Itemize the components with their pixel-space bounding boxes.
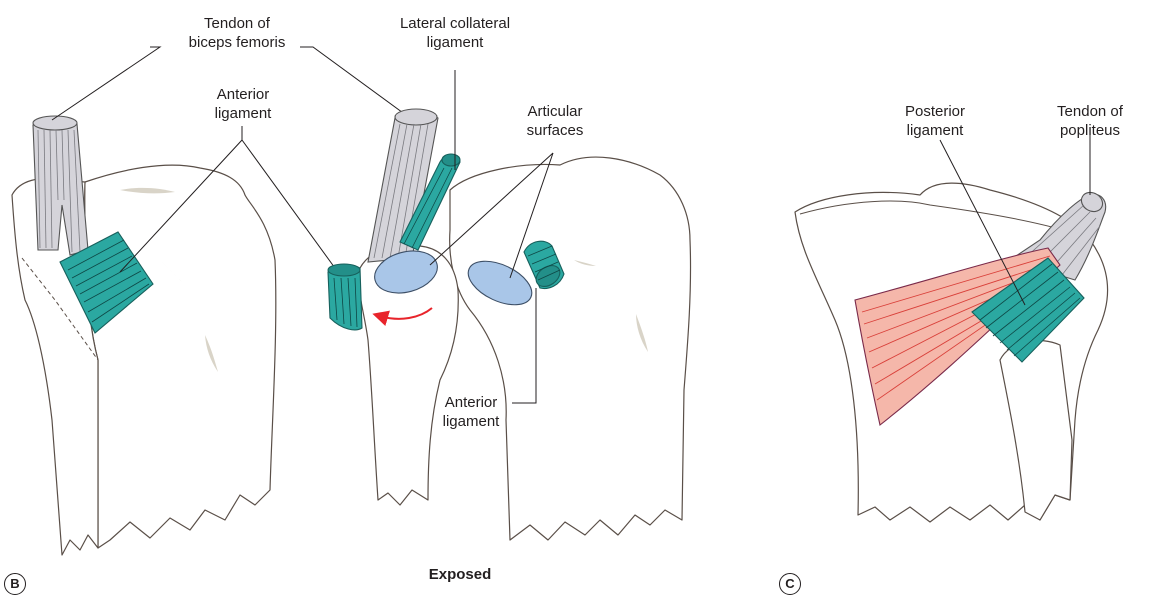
label-posterior-ligament: Posterior ligament [890,102,980,140]
label-anterior-ligament-exposed: Anterior ligament [430,393,512,431]
label-anterior-ligament-b: Anterior ligament [200,85,286,123]
panel-letter-c: C [779,573,801,595]
panel-c-posterior-view [795,128,1108,522]
tibia-b [85,165,276,548]
label-tendon-popliteus: Tendon of popliteus [1040,102,1140,140]
label-exposed: Exposed [410,565,510,584]
label-lateral-collateral-ligament: Lateral collateral ligament [390,14,520,52]
exposed-view [328,70,691,540]
label-articular-surfaces: Articular surfaces [510,102,600,140]
label-tendon-biceps-femoris: Tendon of biceps femoris [172,14,302,52]
panel-letter-b: B [4,573,26,595]
